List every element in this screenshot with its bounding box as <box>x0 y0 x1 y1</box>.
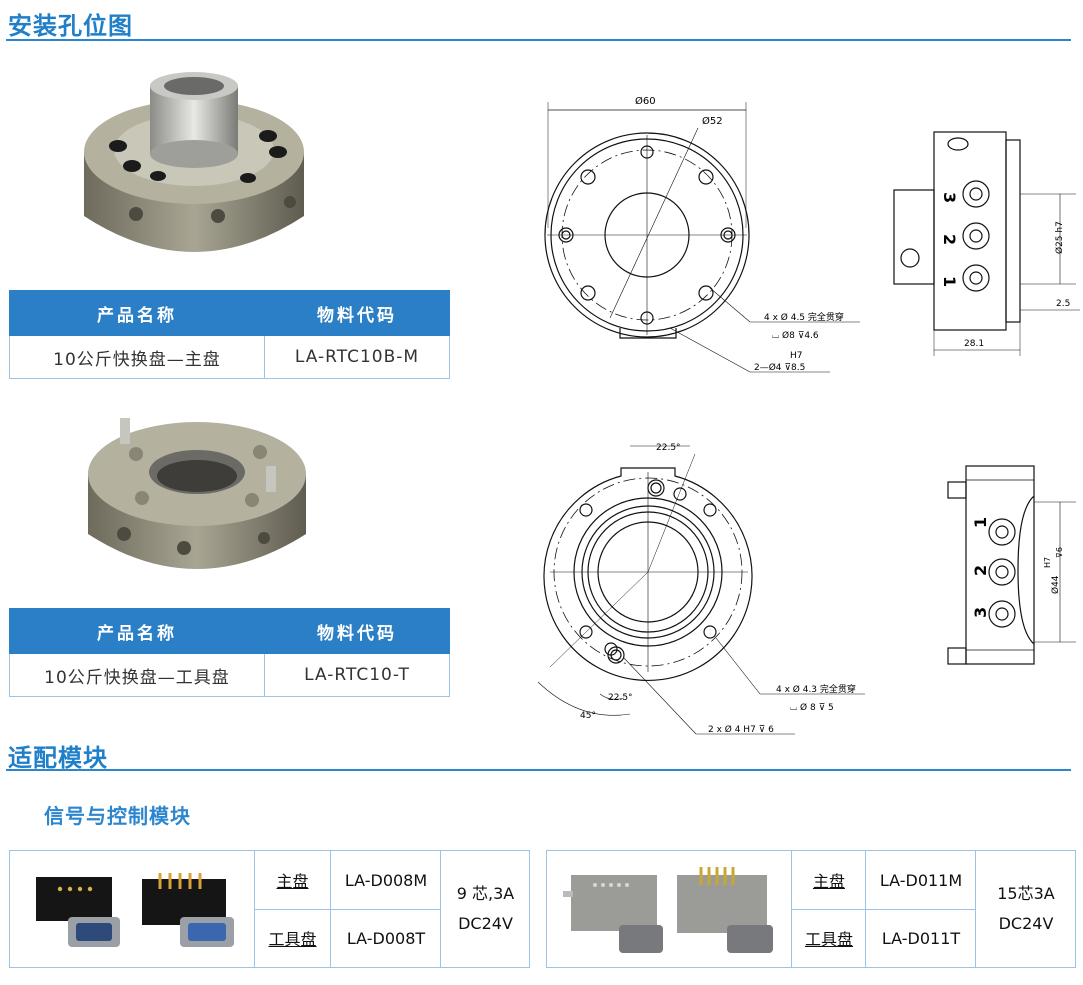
section-title-modules: 适配模块 <box>8 744 108 772</box>
section-title-mounting: 安装孔位图 <box>8 12 133 40</box>
port-label-1: 1 <box>971 517 990 528</box>
note-through-holes: 4 x Ø 4.5 完全贯穿 <box>764 311 844 323</box>
module-tool-code: LA-D011T <box>865 909 976 967</box>
angle-bottom: 22.5° <box>608 693 633 703</box>
section-divider <box>6 769 1071 771</box>
module-tool-code: LA-D008T <box>330 909 441 967</box>
port-label-3: 3 <box>971 607 990 618</box>
dim-bore-tol: H7 <box>1043 557 1052 568</box>
note-pin-tolerance: H7 <box>790 351 803 361</box>
tool-front-drawing: 22.5° 22.5° 45° 4 x Ø 4.3 完全贯穿 ⌴ Ø 8 ⊽ 5… <box>537 443 865 735</box>
dim-bore-dia: Ø44 <box>1050 575 1061 594</box>
angle-45: 45° <box>580 711 596 721</box>
master-side-drawing: 3 2 1 Ø25 h7 2.5 28.1 <box>893 131 1080 356</box>
module-d011-photo <box>563 867 773 953</box>
header-product-name: 产品名称 <box>9 290 265 336</box>
port-label-2: 2 <box>940 234 959 245</box>
module-d008-photo <box>36 873 234 947</box>
header-material-code: 物料代码 <box>264 290 450 336</box>
module-spec: 9 芯,3A DC24V <box>440 851 530 967</box>
module-master-label: 主盘 <box>791 851 866 909</box>
note-through-holes: 4 x Ø 4.3 完全贯穿 <box>776 683 856 695</box>
tool-product-table: 产品名称 物料代码 10公斤快换盘—工具盘 LA-RTC10-T <box>9 608 450 697</box>
dim-bore-depth: ⊽6 <box>1055 547 1064 558</box>
note-counterbore: ⌴ Ø 8 ⊽ 5 <box>790 702 834 713</box>
subsection-title-signal: 信号与控制模块 <box>44 804 191 828</box>
port-label-3: 3 <box>940 192 959 203</box>
module-master-code: LA-D008M <box>330 851 441 909</box>
product-name: 10公斤快换盘—主盘 <box>9 335 265 379</box>
module-spec: 15芯3A DC24V <box>975 851 1076 967</box>
module-tool-label: 工具盘 <box>254 909 330 967</box>
note-pin-holes: 2—Ø4 ⊽8.5 <box>754 362 805 373</box>
module-master-code: LA-D011M <box>865 851 976 909</box>
row-divider <box>254 909 440 910</box>
row-divider <box>791 909 975 910</box>
product-name: 10公斤快换盘—工具盘 <box>9 653 265 697</box>
dim-shaft-dia: Ø25 h7 <box>1054 221 1065 254</box>
module-tool-label: 工具盘 <box>791 909 866 967</box>
angle-top: 22.5° <box>656 443 681 453</box>
header-material-code: 物料代码 <box>264 608 450 654</box>
module-card-d008: 主盘 工具盘 LA-D008M LA-D008T 9 芯,3A DC24V <box>9 850 530 968</box>
master-front-drawing: Ø60 Ø52 4 x Ø 4.5 完全贯穿 ⌴ Ø8 ⊽4.6 H7 2—Ø4… <box>544 95 860 373</box>
master-product-table: 产品名称 物料代码 10公斤快换盘—主盘 LA-RTC10B-M <box>9 290 450 379</box>
dim-pcd: Ø52 <box>702 115 723 127</box>
section-divider <box>6 39 1071 41</box>
tool-plate-photo <box>88 418 306 569</box>
tool-side-drawing: 1 2 3 Ø44 H7 ⊽6 <box>947 465 1076 665</box>
dim-outer-dia: Ø60 <box>635 95 656 107</box>
note-pin-holes: 2 x Ø 4 H7 ⊽ 6 <box>708 724 774 735</box>
product-code: LA-RTC10B-M <box>264 335 450 379</box>
dim-length: 28.1 <box>964 339 984 349</box>
port-label-2: 2 <box>971 565 990 576</box>
header-product-name: 产品名称 <box>9 608 265 654</box>
port-label-1: 1 <box>940 276 959 287</box>
dim-step: 2.5 <box>1056 299 1070 309</box>
note-counterbore: ⌴ Ø8 ⊽4.6 <box>772 330 819 341</box>
module-card-d011: 主盘 工具盘 LA-D011M LA-D011T 15芯3A DC24V <box>546 850 1076 968</box>
master-plate-photo <box>84 72 304 252</box>
product-code: LA-RTC10-T <box>264 653 450 697</box>
module-master-label: 主盘 <box>254 851 330 909</box>
